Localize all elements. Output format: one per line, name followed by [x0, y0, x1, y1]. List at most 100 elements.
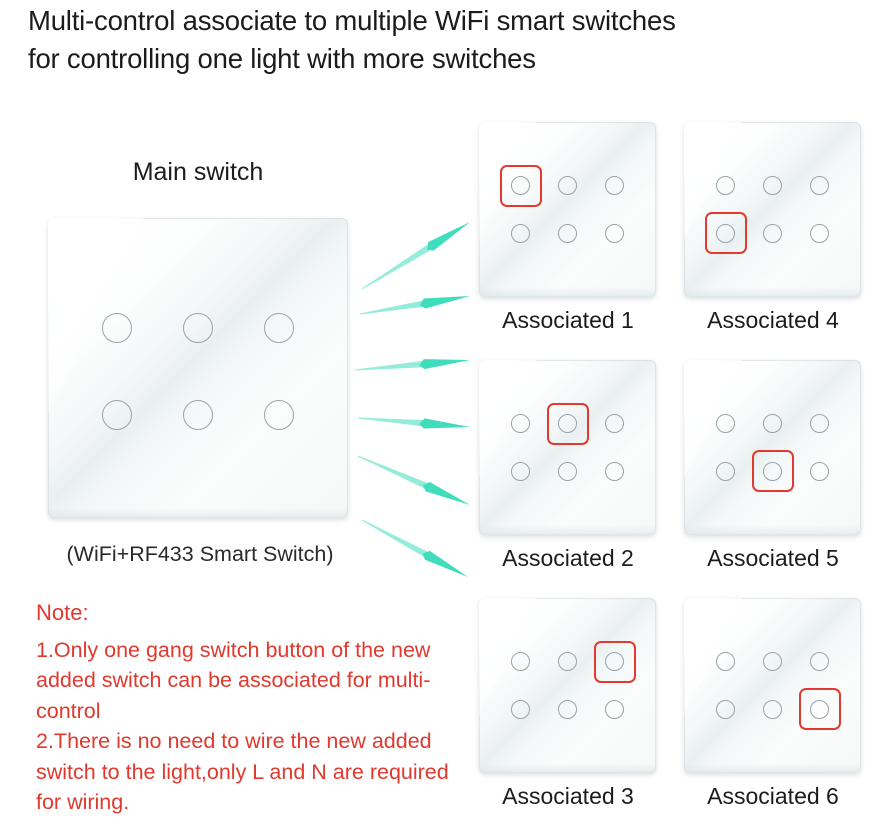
page-title-line-2: for controlling one light with more swit… [28, 43, 536, 74]
touch-button-icon [605, 699, 624, 719]
touch-button-icon [810, 414, 829, 434]
associated-5-button-r1c1[interactable] [749, 448, 796, 496]
associated-1-button-r0c0[interactable] [497, 162, 544, 210]
associated-5-button-r1c2[interactable] [796, 448, 843, 496]
associated-1-button-r1c1[interactable] [544, 210, 591, 258]
touch-button-icon [810, 652, 829, 672]
touch-button-icon [511, 414, 530, 434]
associated-1-button-r1c0[interactable] [497, 210, 544, 258]
associated-1-button-r0c2[interactable] [591, 162, 638, 210]
touch-button-icon [101, 312, 132, 343]
main-switch-button-r1c2[interactable] [239, 371, 320, 458]
associated-4-button-r0c1[interactable] [749, 162, 796, 210]
touch-button-icon [810, 699, 829, 719]
associated-6-button-grid [684, 598, 861, 773]
associated-4-button-r1c0[interactable] [702, 210, 749, 258]
associated-1-button-r0c1[interactable] [544, 162, 591, 210]
touch-button-icon [558, 652, 577, 672]
associated-4-button-r0c0[interactable] [702, 162, 749, 210]
touch-button-icon [511, 699, 530, 719]
associated-6-button-r1c2[interactable] [796, 686, 843, 734]
associated-3-button-r1c1[interactable] [544, 686, 591, 734]
touch-button-icon [605, 223, 624, 243]
associated-switch-panel-2 [479, 360, 656, 535]
associated-3-button-r1c2[interactable] [591, 686, 638, 734]
associated-2-button-r1c2[interactable] [591, 448, 638, 496]
touch-button-icon [558, 461, 577, 481]
main-switch-button-r0c2[interactable] [239, 284, 320, 371]
associated-switch-panel-3 [479, 598, 656, 773]
touch-button-icon [511, 461, 530, 481]
association-arrow-6 [361, 519, 468, 577]
touch-button-icon [763, 223, 782, 243]
association-arrow-5 [357, 455, 470, 505]
touch-button-icon [763, 699, 782, 719]
associated-4-button-r1c2[interactable] [796, 210, 843, 258]
touch-button-icon [763, 414, 782, 434]
associated-switch-panel-6 [684, 598, 861, 773]
associated-5-button-r0c1[interactable] [749, 400, 796, 448]
touch-button-icon [716, 414, 735, 434]
main-switch-caption: (WiFi+RF433 Smart Switch) [66, 542, 334, 566]
touch-button-icon [763, 461, 782, 481]
touch-button-icon [558, 176, 577, 196]
touch-button-icon [763, 652, 782, 672]
associated-2-button-r0c0[interactable] [497, 400, 544, 448]
associated-6-button-r1c0[interactable] [702, 686, 749, 734]
associated-switch-label-2: Associated 2 [502, 545, 634, 571]
main-switch-button-r1c1[interactable] [157, 371, 238, 458]
touch-button-icon [810, 223, 829, 243]
associated-2-button-grid [479, 360, 656, 535]
touch-button-icon [511, 223, 530, 243]
note-item-1: 1.Only one gang switch button of the new… [36, 637, 431, 723]
main-switch-button-r1c0[interactable] [76, 371, 157, 458]
associated-4-button-grid [684, 122, 861, 297]
touch-button-icon [101, 399, 132, 430]
associated-switch-label-6: Associated 6 [707, 783, 839, 809]
associated-5-button-r0c2[interactable] [796, 400, 843, 448]
associated-3-button-r1c0[interactable] [497, 686, 544, 734]
associated-4-button-r1c1[interactable] [749, 210, 796, 258]
main-switch-button-r0c1[interactable] [157, 284, 238, 371]
touch-button-icon [558, 414, 577, 434]
page-title: Multi-control associate to multiple WiFi… [28, 2, 868, 78]
associated-switch-label-4: Associated 4 [707, 307, 839, 333]
associated-3-button-r0c1[interactable] [544, 638, 591, 686]
touch-button-icon [716, 652, 735, 672]
touch-button-icon [511, 176, 530, 196]
associated-1-button-grid [479, 122, 656, 297]
associated-5-button-r0c0[interactable] [702, 400, 749, 448]
associated-switch-label-1: Associated 1 [502, 307, 634, 333]
associated-2-button-r0c1[interactable] [544, 400, 591, 448]
associated-6-button-r0c2[interactable] [796, 638, 843, 686]
associated-6-button-r0c0[interactable] [702, 638, 749, 686]
touch-button-icon [810, 176, 829, 196]
touch-button-icon [716, 461, 735, 481]
touch-button-icon [558, 699, 577, 719]
associated-5-button-grid [684, 360, 861, 535]
associated-5-button-r1c0[interactable] [702, 448, 749, 496]
associated-3-button-r0c0[interactable] [497, 638, 544, 686]
touch-button-icon [716, 223, 735, 243]
main-switch-button-r0c0[interactable] [76, 284, 157, 371]
touch-button-icon [605, 176, 624, 196]
touch-button-icon [605, 652, 624, 672]
associated-2-button-r0c2[interactable] [591, 400, 638, 448]
associated-2-button-r1c0[interactable] [497, 448, 544, 496]
associated-2-button-r1c1[interactable] [544, 448, 591, 496]
associated-4-button-r0c2[interactable] [796, 162, 843, 210]
main-switch-label: Main switch [132, 158, 264, 186]
associated-1-button-r1c2[interactable] [591, 210, 638, 258]
note-heading: Note: [36, 600, 89, 625]
association-arrow-4 [357, 417, 470, 429]
associated-6-button-r1c1[interactable] [749, 686, 796, 734]
main-switch-button-grid [48, 218, 348, 518]
associated-6-button-r0c1[interactable] [749, 638, 796, 686]
touch-button-icon [810, 461, 829, 481]
associated-switch-panel-4 [684, 122, 861, 297]
touch-button-icon [558, 223, 577, 243]
associated-3-button-r0c2[interactable] [591, 638, 638, 686]
touch-button-icon [182, 399, 213, 430]
associated-3-button-grid [479, 598, 656, 773]
